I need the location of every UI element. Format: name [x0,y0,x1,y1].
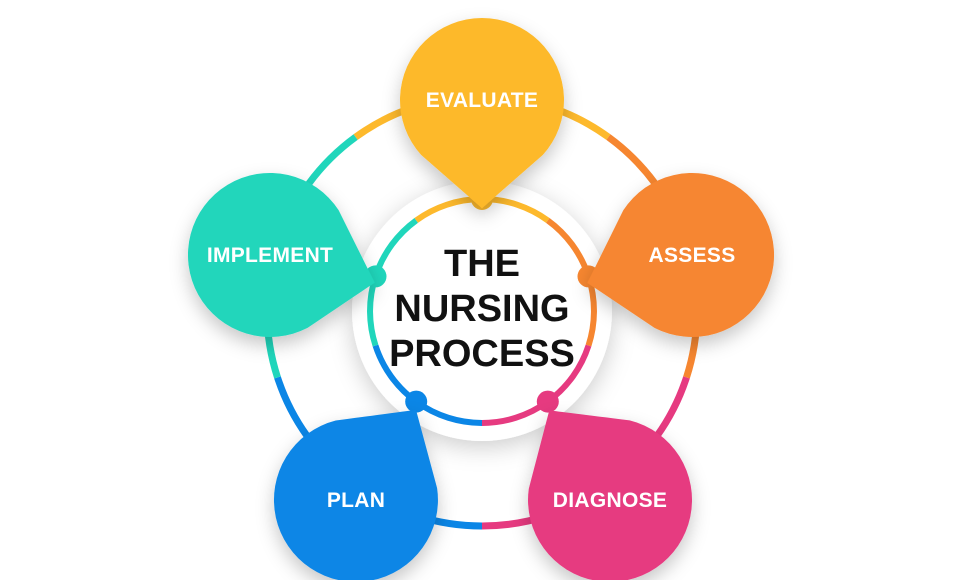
stage-label-assess: ASSESS [649,244,736,267]
center-title-line-1: THE [444,243,520,285]
stage-evaluate [400,17,565,209]
stage-plan [274,409,438,580]
center-title-line-2: NURSING [394,288,569,330]
stage-shape-implement [187,172,375,337]
inner-dot-plan [405,390,428,413]
stage-assess [587,172,775,337]
stage-shape-plan [274,409,438,580]
stage-shape-assess [587,172,775,337]
center-title-line-3: PROCESS [389,333,575,375]
stage-label-diagnose: DIAGNOSE [553,489,667,512]
stage-label-evaluate: EVALUATE [426,89,538,112]
stage-label-plan: PLAN [327,489,385,512]
stage-label-implement: IMPLEMENT [207,244,333,267]
stage-shape-evaluate [400,17,565,209]
stage-implement [187,172,375,337]
stage-shape-diagnose [528,410,692,580]
center-disc [352,181,612,441]
inner-dot-diagnose [536,390,559,413]
stage-blobs: EVALUATE ASSESS DIAGNOSE PLAN IMPLEMENT [187,17,775,580]
stage-diagnose [528,410,692,580]
